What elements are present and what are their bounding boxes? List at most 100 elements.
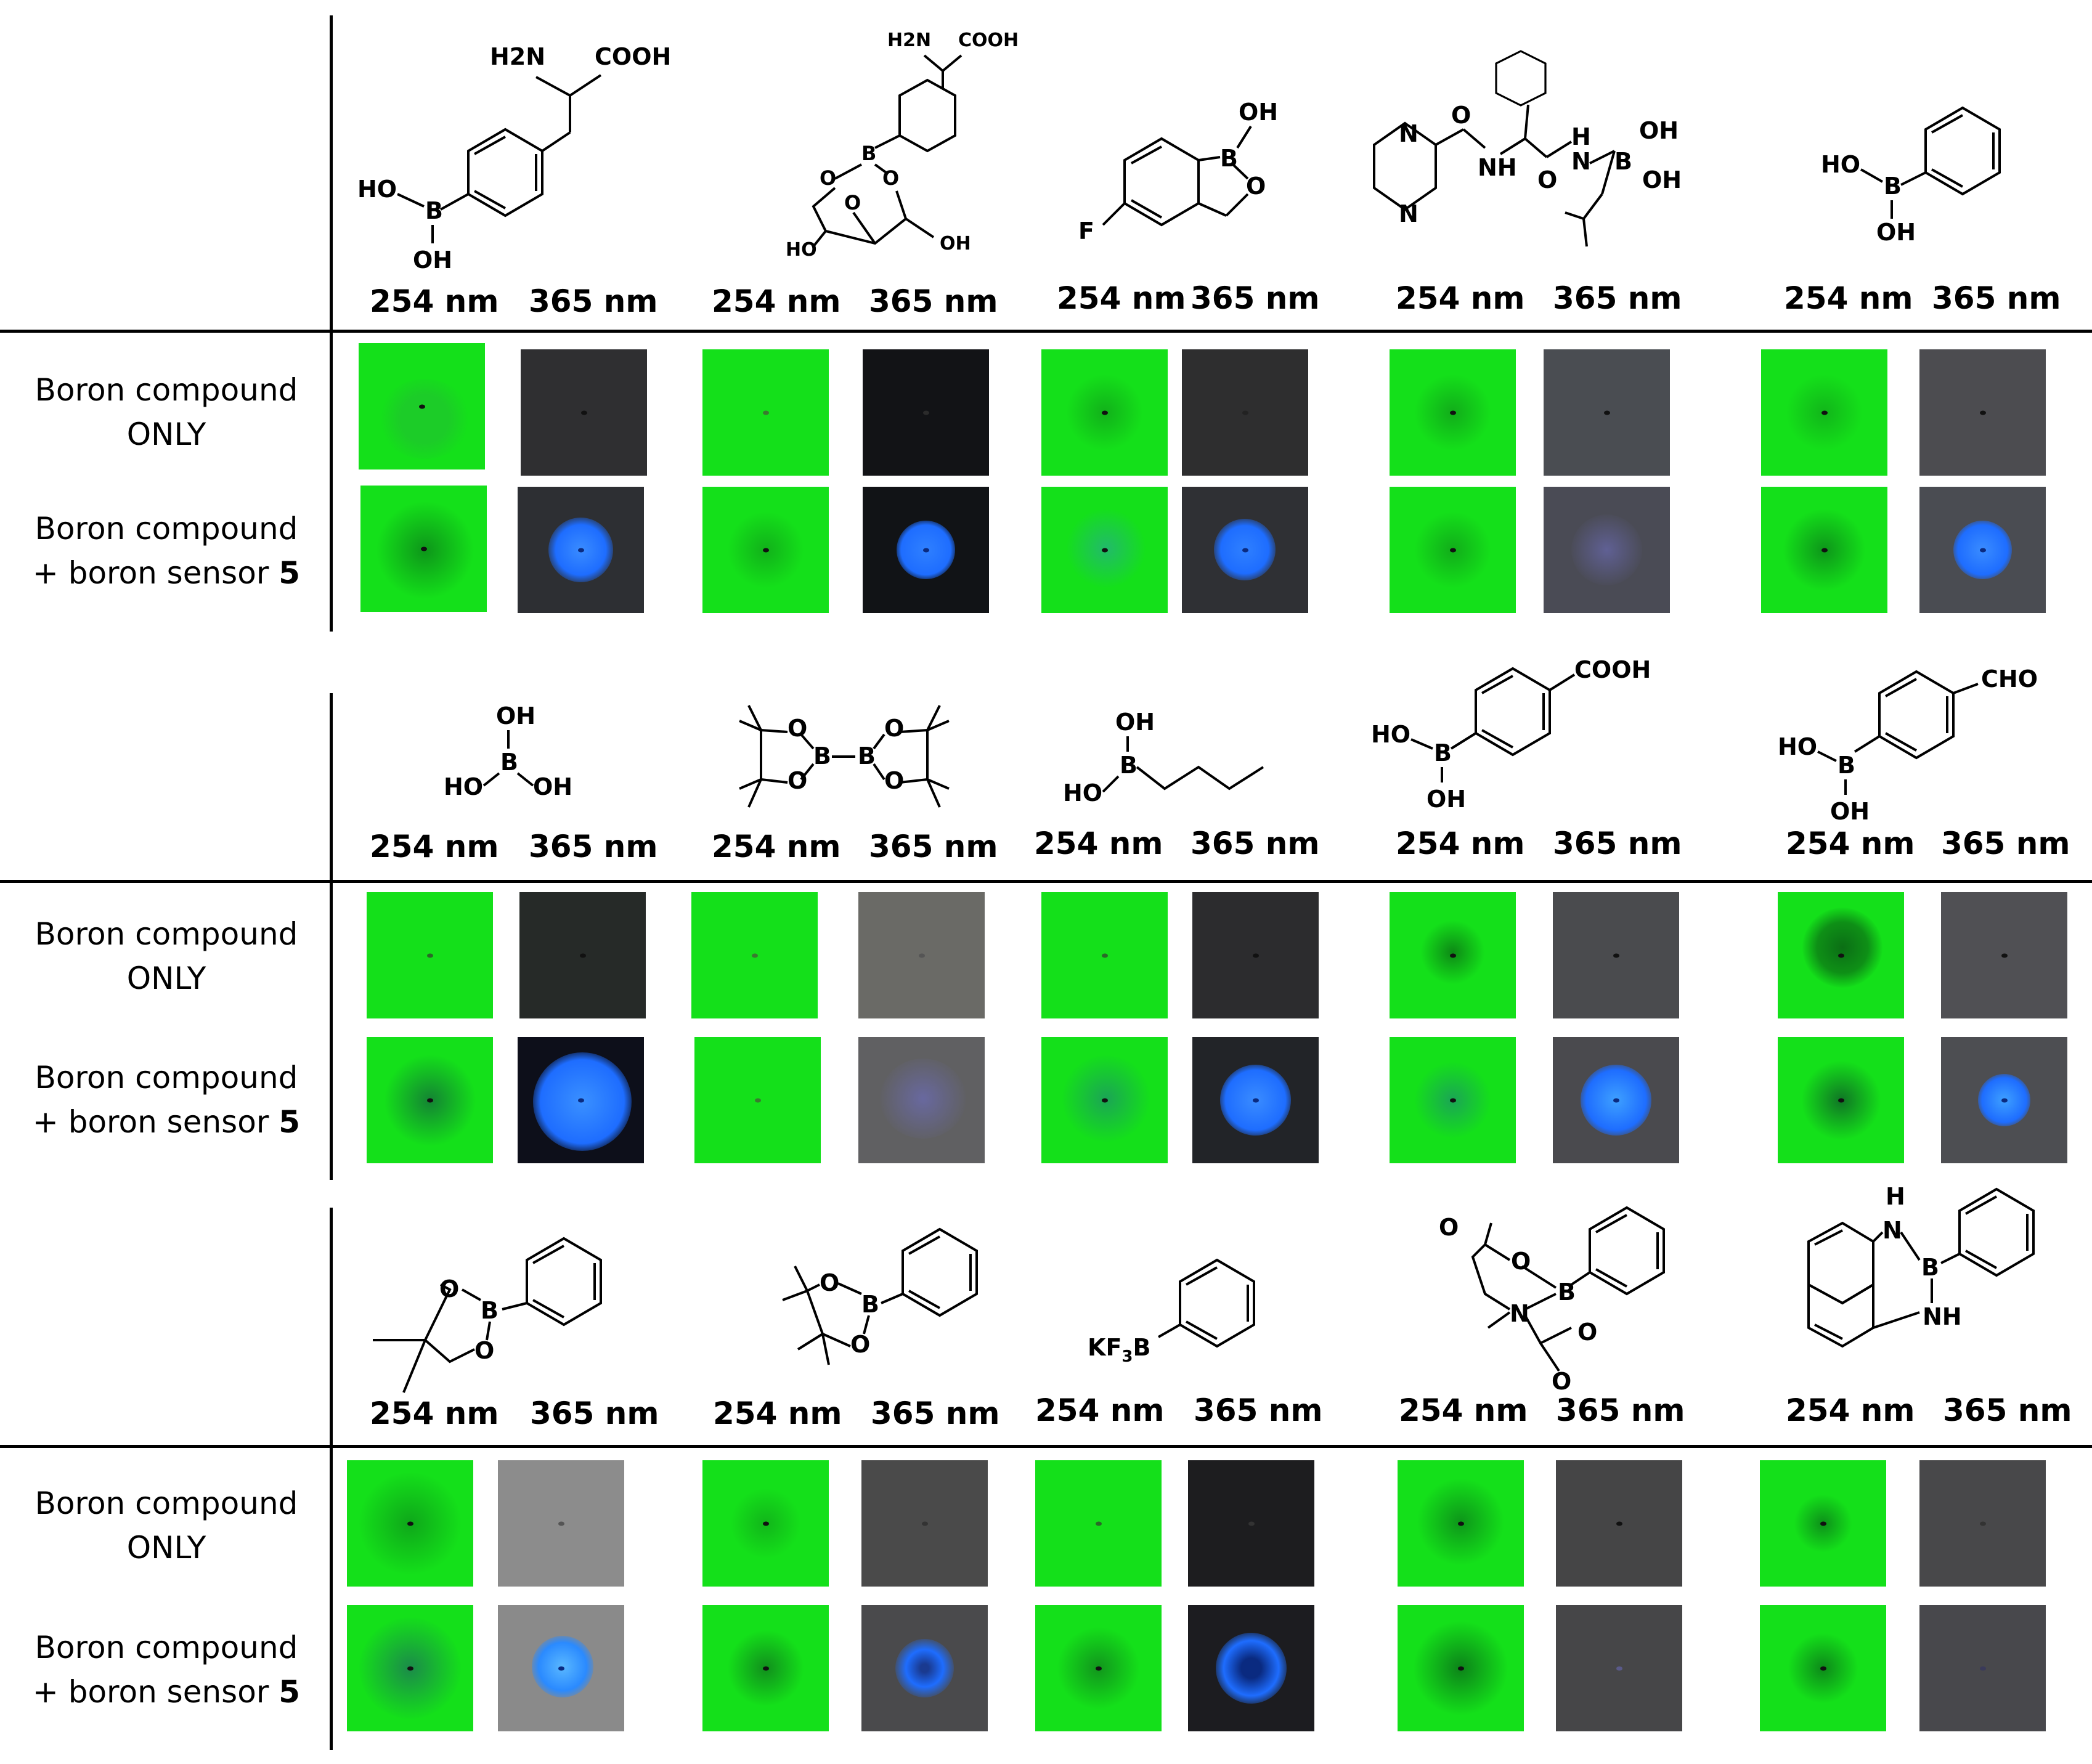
atom-label: O xyxy=(1577,1319,1597,1346)
structure-phenylboronic-acid-1: B HO OH xyxy=(1821,106,2001,246)
sample-dot xyxy=(558,1521,564,1526)
sample-dot xyxy=(1095,1521,1102,1526)
header-divider-panel-3 xyxy=(0,1445,2092,1448)
plate-photo xyxy=(1553,1037,1679,1163)
plate-photo xyxy=(1041,487,1168,613)
sample-dot xyxy=(1242,548,1248,552)
sample-dot xyxy=(1248,1521,1255,1526)
plate-photo xyxy=(694,1037,821,1163)
structure-butylboronic-acid: OH B HO xyxy=(1063,709,1264,807)
structure-bpa-fructose: H2N COOH B O O O HO OH xyxy=(786,30,1019,261)
plate-photo xyxy=(1390,1037,1516,1163)
plate-photo xyxy=(1188,1605,1314,1731)
row-label-only-p2: Boron compound ONLY xyxy=(12,912,320,1001)
structure-phenylboronic-mida-ester: B O O N O O xyxy=(1439,1206,1665,1395)
atom-label: B xyxy=(1838,752,1855,779)
atom-label: B xyxy=(1120,752,1138,779)
sample-dot xyxy=(1603,410,1610,415)
plate-photo xyxy=(1556,1605,1682,1731)
atom-label: OH xyxy=(1639,117,1679,144)
plate-photo xyxy=(518,487,644,613)
atom-label: O xyxy=(1439,1214,1459,1241)
sample-dot xyxy=(580,410,587,415)
sample-dot xyxy=(418,404,425,408)
sample-dot xyxy=(1449,1098,1456,1102)
atom-label: B xyxy=(1921,1254,1939,1281)
atom-label: HO xyxy=(1063,779,1102,807)
wl-254-p3-c2: 254 nm xyxy=(713,1396,842,1431)
atom-label: N xyxy=(1510,1300,1529,1327)
structure-formylphenylboronic-acid: CHO B HO OH xyxy=(1778,665,2038,825)
plate-photo xyxy=(1390,487,1516,613)
atom-label: H2N xyxy=(490,43,545,70)
atom-label: B xyxy=(813,742,831,770)
atom-label: O xyxy=(1451,102,1471,129)
row-label-line: ONLY xyxy=(126,417,206,452)
plate-photo xyxy=(1398,1605,1524,1731)
plate-photo xyxy=(702,1460,829,1587)
plate-photo xyxy=(1398,1460,1524,1587)
atom-label: COOH xyxy=(1574,656,1651,683)
sample-dot xyxy=(1449,410,1456,415)
sample-dot xyxy=(762,1666,769,1670)
plate-photo xyxy=(1035,1460,1162,1587)
sample-dot xyxy=(754,1098,761,1102)
plate-photo xyxy=(347,1605,473,1731)
sample-dot xyxy=(1979,1521,1986,1526)
plate-photo xyxy=(863,487,989,613)
atom-label: H xyxy=(1571,123,1591,150)
sample-dot xyxy=(558,1666,564,1670)
plate-photo xyxy=(1761,487,1887,613)
plate-photo xyxy=(1041,349,1168,476)
atom-label: OH xyxy=(1115,709,1155,736)
structure-bortezomib: N N O NH O H N B OH OH xyxy=(1373,50,1682,247)
atom-label: O xyxy=(882,166,899,190)
sample-dot xyxy=(1101,410,1108,415)
sample-dot xyxy=(420,547,427,551)
sample-dot xyxy=(1242,410,1248,415)
row-label-line: Boron compound xyxy=(35,372,298,408)
atom-label: HO xyxy=(444,773,483,800)
structure-b2pin2: O O B B O O xyxy=(739,705,950,808)
wl-254-p1-c2: 254 nm xyxy=(712,283,841,319)
structure-borono-phenylalanine: H2N COOH B HO OH xyxy=(357,43,671,274)
wl-365-p1-c1: 365 nm xyxy=(529,283,658,319)
atom-label: OH xyxy=(413,246,452,274)
row-label-line: + boron sensor 5 xyxy=(12,551,320,595)
wl-254-p3-c1: 254 nm xyxy=(370,1396,499,1431)
wl-365-p2-c2: 365 nm xyxy=(869,829,998,864)
plate-photo xyxy=(1544,487,1670,613)
plate-photo xyxy=(1941,1037,2067,1163)
row-label-sensor-p2: Boron compound + boron sensor 5 xyxy=(12,1055,320,1144)
sample-dot xyxy=(1616,1521,1622,1526)
column-divider-panel-3 xyxy=(330,1208,333,1750)
plate-photo xyxy=(1760,1460,1886,1587)
plate-photo xyxy=(861,1460,988,1587)
header-divider-panel-2 xyxy=(0,880,2092,883)
wl-365-p3-c5: 365 nm xyxy=(1943,1392,2072,1428)
plate-photo xyxy=(858,1037,985,1163)
structure-phenyl-bdan: B H N NH xyxy=(1807,1183,2035,1348)
plate-photo xyxy=(1556,1460,1682,1587)
header-divider-panel-1 xyxy=(0,330,2092,333)
row-label-line: ONLY xyxy=(126,1530,206,1566)
atom-label: N xyxy=(1399,120,1418,147)
atom-label: O xyxy=(820,1269,839,1296)
atom-label: COOH xyxy=(958,30,1019,51)
plate-photo xyxy=(1188,1460,1314,1587)
sample-dot xyxy=(918,953,925,957)
atom-label: B xyxy=(1558,1278,1576,1306)
atom-label: F xyxy=(1078,217,1094,245)
row-label-line: Boron compound xyxy=(35,511,298,547)
atom-label: HO xyxy=(1821,151,1860,178)
wl-365-p2-c5: 365 nm xyxy=(1941,826,2070,861)
kf3b-label: KF3B xyxy=(1088,1334,1150,1366)
atom-label: N xyxy=(1399,200,1418,227)
plate-photo xyxy=(1041,892,1168,1018)
sample-dot xyxy=(426,1098,433,1102)
atom-label: B xyxy=(861,1291,879,1318)
structure-carboxyphenylboronic-acid: COOH B HO OH xyxy=(1371,656,1651,813)
plate-photo xyxy=(691,892,818,1018)
row-label-only-p3: Boron compound ONLY xyxy=(12,1481,320,1570)
atom-label: O xyxy=(474,1337,494,1364)
